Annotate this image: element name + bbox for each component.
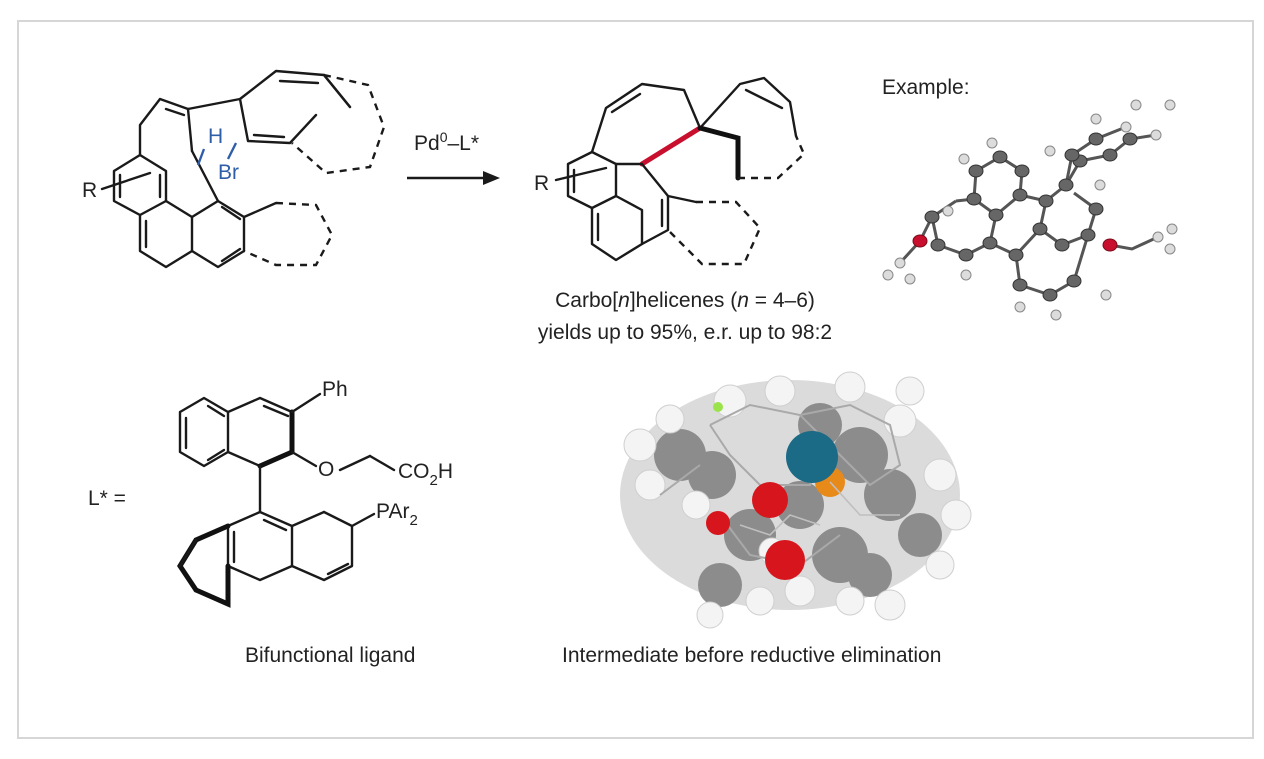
product-caption-line1: Carbo[n]helicenes (n = 4–6) bbox=[555, 289, 815, 312]
ligand-structure: Ph O CO2H PAr2 bbox=[177, 378, 453, 608]
reaction-arrow bbox=[407, 171, 500, 185]
ligand-caption: Bifunctional ligand bbox=[245, 644, 416, 667]
product-structure: R bbox=[534, 76, 806, 266]
figure-frame bbox=[17, 20, 1254, 739]
bromine-label: Br bbox=[218, 161, 239, 184]
product-caption-line2: yields up to 95%, e.r. up to 98:2 bbox=[537, 321, 833, 344]
carboxylic-acid-label: CO2H bbox=[398, 460, 453, 489]
example-crystal-structure bbox=[882, 99, 1178, 321]
product-r-label: R bbox=[534, 172, 549, 195]
substrate-structure: R H Br bbox=[82, 69, 386, 269]
phosphine-label: PAr2 bbox=[376, 500, 418, 529]
intermediate-model bbox=[620, 371, 972, 629]
model-caption: Intermediate before reductive eliminatio… bbox=[562, 644, 942, 667]
hydrogen-label: H bbox=[208, 125, 223, 148]
reagent-label: Pd0–L* bbox=[414, 129, 480, 155]
phenyl-label: Ph bbox=[322, 378, 348, 401]
example-label: Example: bbox=[882, 76, 970, 99]
oxygen-label: O bbox=[318, 458, 334, 481]
ligand-definition-label: L* = bbox=[88, 487, 126, 510]
substrate-r-label: R bbox=[82, 179, 97, 202]
